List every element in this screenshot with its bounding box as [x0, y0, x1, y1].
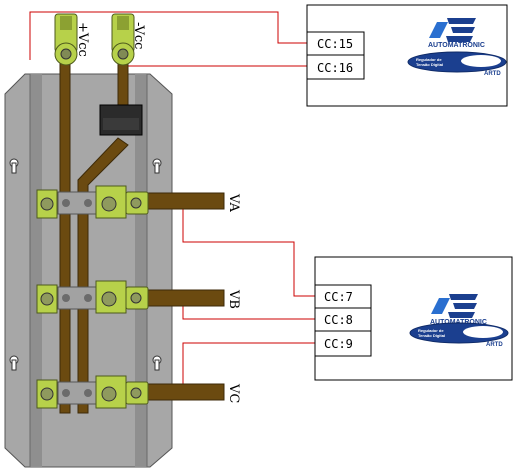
logo-model: ARTD — [486, 342, 503, 348]
mount-hole-bottom-right — [152, 355, 162, 371]
logo-subtitle-1: Regulador de — [416, 57, 442, 62]
controller-top: CC:15 CC:16 AUTOMATRONIC Regulador de Te… — [306, 4, 508, 107]
mount-hole-bottom-left — [9, 355, 19, 371]
dc-lug-negative — [111, 13, 135, 66]
automatronic-logo: AUTOMATRONIC Regulador de Tensão Digital… — [407, 18, 507, 77]
logo-brand-text: AUTOMATRONIC — [428, 42, 485, 49]
logo-brand-text: AUTOMATRONIC — [430, 319, 487, 326]
cc9-label: CC:9 — [324, 337, 353, 351]
dc-lug-positive — [54, 13, 78, 66]
cc16-cell — [306, 54, 365, 80]
cc9-cell — [314, 330, 372, 357]
va-label: VA — [226, 193, 241, 213]
terminal-row-a — [36, 185, 149, 219]
pos-vcc-label: +Vcc — [75, 22, 90, 57]
cc15-label: CC:15 — [317, 37, 353, 51]
terminal-row-b — [36, 280, 149, 314]
logo-subtitle-2: Tensão Digital — [416, 62, 443, 67]
logo-subtitle-2: Tensão Digital — [418, 333, 445, 338]
cc8-label: CC:8 — [324, 313, 353, 327]
neg-vcc-label: -Vcc — [131, 22, 146, 49]
vc-label: VC — [226, 383, 241, 403]
mount-hole-top-left — [9, 158, 19, 174]
phase-terminals — [36, 185, 149, 409]
terminal-labels: +Vcc -Vcc VA VB VC — [75, 22, 241, 403]
vb-label: VB — [226, 289, 241, 309]
black-component — [99, 104, 143, 136]
mount-hole-top-right — [152, 158, 162, 174]
logo-subtitle-1: Regulador de — [418, 328, 444, 333]
terminal-row-c — [36, 375, 149, 409]
logo-model: ARTD — [484, 71, 501, 77]
cc16-label: CC:16 — [317, 61, 353, 75]
positive-busbar — [59, 49, 71, 414]
controller-bottom: CC:7 CC:8 CC:9 AUTOMATRONIC Regulador de… — [314, 256, 513, 381]
automatronic-logo: AUTOMATRONIC Regulador de Tensão Digital… — [409, 294, 509, 348]
cc7-label: CC:7 — [324, 290, 353, 304]
